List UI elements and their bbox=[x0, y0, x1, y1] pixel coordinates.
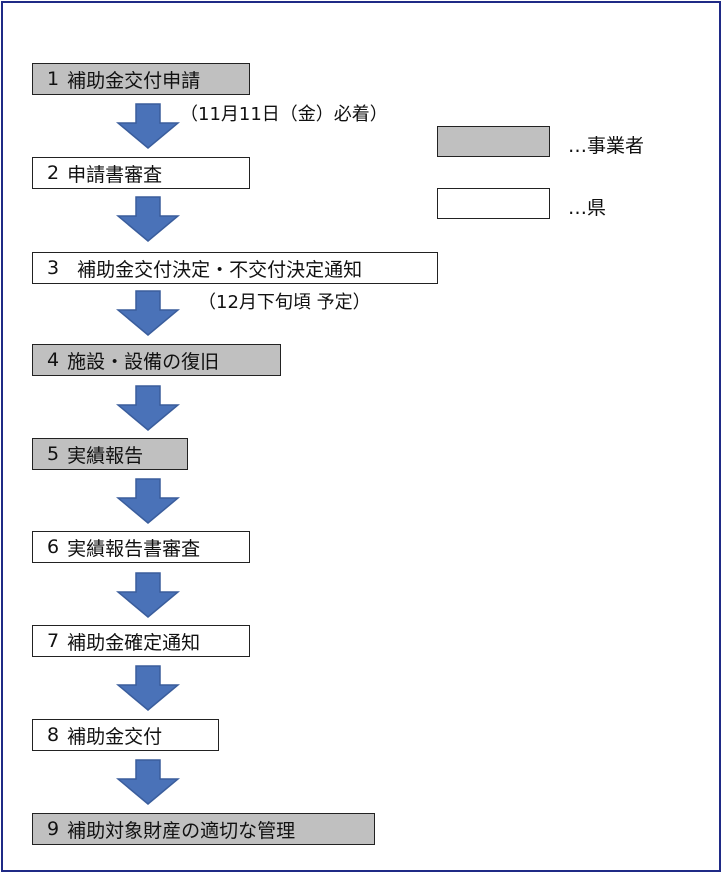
decision-schedule-note: （12月下旬頃 予定） bbox=[198, 292, 371, 313]
step-number: 3 bbox=[47, 257, 60, 279]
legend-label-business: …事業者 bbox=[568, 135, 645, 157]
step-number: 9 bbox=[47, 818, 60, 840]
step-number: 2 bbox=[47, 162, 60, 184]
step-number: 1 bbox=[47, 68, 60, 90]
deadline-note: （11月11日（金）必着） bbox=[180, 104, 388, 125]
step-number: 6 bbox=[47, 536, 60, 558]
step-2-box: 2 申請書審査 bbox=[32, 157, 250, 189]
step-label: 補助金交付決定・不交付決定通知 bbox=[77, 258, 363, 281]
step-label: 実績報告書審査 bbox=[67, 537, 201, 560]
step-1-box: 1 補助金交付申請 bbox=[32, 63, 250, 95]
step-number: 4 bbox=[47, 349, 60, 371]
step-5-box: 5 実績報告 bbox=[32, 438, 188, 470]
step-6-box: 6 実績報告書審査 bbox=[32, 531, 250, 563]
down-arrow-icon bbox=[116, 759, 180, 805]
step-number: 7 bbox=[47, 630, 60, 652]
down-arrow-icon bbox=[116, 196, 180, 242]
step-number: 5 bbox=[47, 443, 60, 465]
step-4-box: 4 施設・設備の復旧 bbox=[32, 344, 281, 376]
down-arrow-icon bbox=[116, 665, 180, 711]
down-arrow-icon bbox=[116, 103, 180, 149]
legend-swatch-business bbox=[437, 126, 550, 157]
step-label: 補助金確定通知 bbox=[67, 631, 201, 654]
step-label: 申請書審査 bbox=[67, 163, 163, 186]
down-arrow-icon bbox=[116, 385, 180, 431]
legend-swatch-prefecture bbox=[437, 188, 550, 219]
step-9-box: 9 補助対象財産の適切な管理 bbox=[32, 813, 375, 845]
step-3-box: 3 補助金交付決定・不交付決定通知 bbox=[32, 252, 438, 284]
step-label: 補助対象財産の適切な管理 bbox=[67, 819, 296, 842]
down-arrow-icon bbox=[116, 478, 180, 524]
step-7-box: 7 補助金確定通知 bbox=[32, 625, 250, 657]
down-arrow-icon bbox=[116, 572, 180, 618]
step-8-box: 8 補助金交付 bbox=[32, 719, 219, 751]
legend-label-prefecture: …県 bbox=[568, 197, 607, 219]
step-label: 実績報告 bbox=[67, 444, 144, 467]
step-label: 施設・設備の復旧 bbox=[67, 350, 220, 373]
down-arrow-icon bbox=[116, 290, 180, 336]
step-label: 補助金交付 bbox=[67, 725, 163, 748]
step-number: 8 bbox=[47, 724, 60, 746]
step-label: 補助金交付申請 bbox=[67, 69, 201, 92]
